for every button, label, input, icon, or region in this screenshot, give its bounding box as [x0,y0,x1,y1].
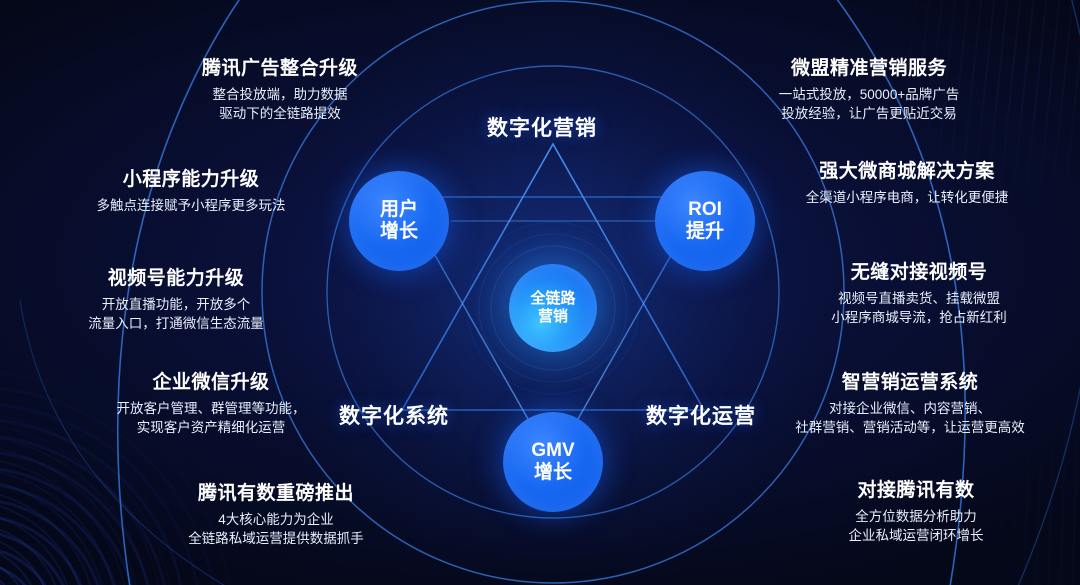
text-block-smart-marketing-ops-system: 智营销运营系统 对接企业微信、内容营销、 社群营销、营销活动等，让运营更高效 [760,371,1060,438]
block-line: 全方位数据分析助力 [855,508,977,524]
block-title: 微盟精准营销服务 [790,58,947,79]
node-user-growth-line2: 增长 [379,221,418,242]
node-gmv-growth-line1: GMV [531,439,575,461]
block-line: 4大核心能力为企业 [218,511,334,527]
node-roi-lift-line2: 提升 [685,221,724,242]
block-title: 智营销运营系统 [841,372,979,393]
text-block-wecom-upgrade: 企业微信升级 开放客户管理、群管理等功能， 实现客户资产精细化运营 [61,371,361,438]
block-line: 实现客户资产精细化运营 [136,420,286,436]
block-line: 企业私域运营闭环增长 [848,528,984,544]
node-center-line2: 营销 [537,308,568,325]
node-center-line1: 全链路 [530,290,576,308]
block-line: 投放经验，让广告更贴近交易 [781,106,957,122]
anchor-label-digital-system: 数字化系统 [339,405,449,428]
texture-vertical-stripes-top-right [760,0,1080,280]
anchor-label-digital-marketing: 数字化营销 [487,117,597,140]
block-title: 小程序能力升级 [122,169,260,190]
block-line: 对接企业微信、内容营销、 [829,400,991,416]
block-title: 强大微商城解决方案 [819,161,995,182]
text-block-powerful-mall-solution: 强大微商城解决方案 全渠道小程序电商，让转化更便捷 [757,160,1057,207]
block-line: 流量入口，打通微信生态流量 [88,316,264,332]
text-block-tencent-ads-upgrade: 腾讯广告整合升级 整合投放端，助力数据 驱动下的全链路提效 [130,57,430,124]
block-line: 社群营销、营销活动等，让运营更高效 [795,420,1025,436]
text-block-channels-capability-upgrade: 视频号能力升级 开放直播功能，开放多个 流量入口，打通微信生态流量 [26,267,326,334]
block-title: 企业微信升级 [152,372,270,393]
block-title: 无缝对接视频号 [850,262,988,283]
node-full-chain-marketing[interactable]: 全链路 营销 [509,264,597,352]
block-line: 视频号直播卖货、挂载微盟 [838,290,1000,306]
block-line: 开放客户管理、群管理等功能， [116,400,306,416]
anchor-label-digital-operation: 数字化运营 [646,405,756,428]
block-line: 全渠道小程序电商，让转化更便捷 [805,189,1009,205]
block-title: 对接腾讯有数 [857,480,975,501]
block-title: 腾讯有数重磅推出 [197,483,354,504]
node-user-growth[interactable]: 用户 增长 [349,171,449,271]
block-line: 全链路私域运营提供数据抓手 [188,531,364,547]
block-title: 视频号能力升级 [107,268,245,289]
text-block-connect-tencent-youshu: 对接腾讯有数 全方位数据分析助力 企业私域运营闭环增长 [766,479,1066,546]
node-user-growth-line1: 用户 [379,198,418,220]
block-line: 小程序商城导流，抢占新红利 [831,310,1007,326]
node-gmv-growth[interactable]: GMV 增长 [503,412,603,512]
block-line: 开放直播功能，开放多个 [101,296,251,312]
texture-vertical-stripes-bottom-right [900,330,1080,585]
text-block-tencent-youshu-launch: 腾讯有数重磅推出 4大核心能力为企业 全链路私域运营提供数据抓手 [126,482,426,549]
block-line: 驱动下的全链路提效 [219,106,341,122]
block-line: 多触点连接赋予小程序更多玩法 [96,197,286,213]
text-block-seamless-channels-integration: 无缝对接视频号 视频号直播卖货、挂载微盟 小程序商城导流，抢占新红利 [769,261,1069,328]
block-title: 腾讯广告整合升级 [201,58,358,79]
block-line: 一站式投放，50000+品牌广告 [778,86,960,102]
node-roi-lift[interactable]: ROI 提升 [655,171,755,271]
node-gmv-growth-line2: 增长 [533,462,572,483]
text-block-weimob-precision-marketing: 微盟精准营销服务 一站式投放，50000+品牌广告 投放经验，让广告更贴近交易 [719,57,1019,124]
block-line: 整合投放端，助力数据 [212,86,348,102]
node-roi-lift-line1: ROI [688,198,722,220]
text-block-miniprogram-capability-upgrade: 小程序能力升级 多触点连接赋予小程序更多玩法 [41,168,341,215]
